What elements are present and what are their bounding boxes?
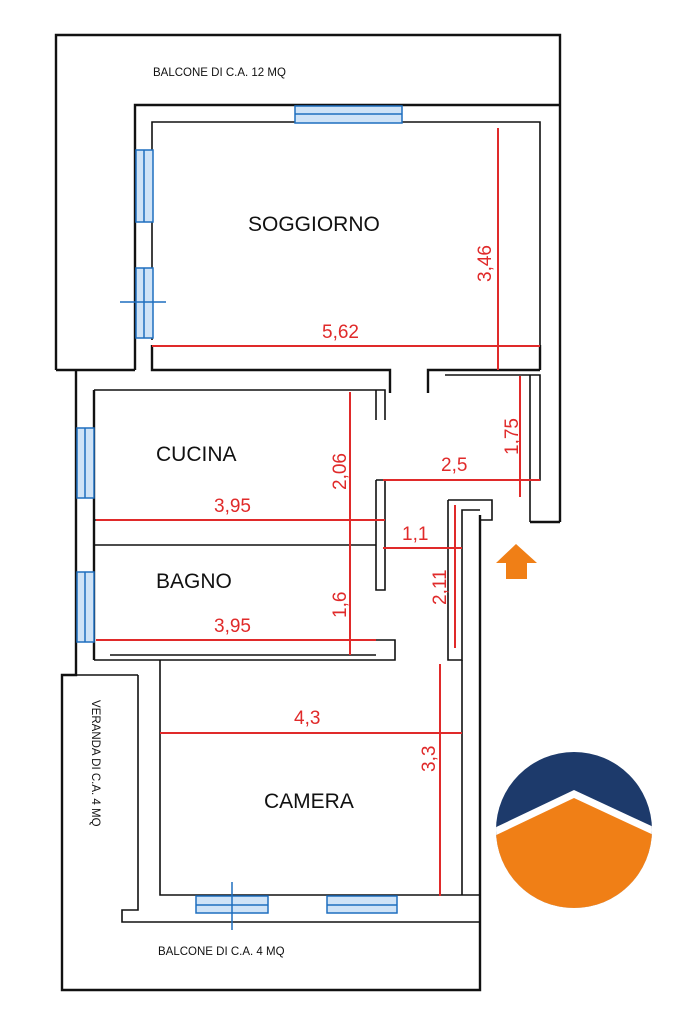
dimension-labels: 3,46 5,62 1,75 2,5 2,06 3,95 1,1 2,11 1,… bbox=[214, 245, 523, 772]
dim-soggiorno-depth: 3,46 bbox=[475, 245, 496, 282]
window-soggiorno-left-upper bbox=[135, 149, 154, 223]
room-label-cucina: CUCINA bbox=[156, 443, 237, 466]
outdoor-labels: BALCONE DI C.A. 12 MQ BALCONE DI C.A. 4 … bbox=[89, 67, 286, 958]
window-soggiorno-top bbox=[294, 105, 403, 124]
dim-hall-width: 1,1 bbox=[402, 524, 428, 545]
room-labels: SOGGIORNO CUCINA BAGNO CAMERA bbox=[156, 213, 380, 813]
dimension-lines bbox=[96, 128, 540, 896]
dim-cucina-depth: 2,06 bbox=[330, 453, 351, 490]
dim-camera-width: 4,3 bbox=[294, 708, 320, 729]
room-label-soggiorno: SOGGIORNO bbox=[248, 213, 380, 236]
walls bbox=[54, 33, 562, 992]
dim-corridor-depth: 1,75 bbox=[502, 418, 523, 455]
dim-camera-depth: 3,3 bbox=[419, 746, 440, 772]
dim-bagno-depth: 1,6 bbox=[330, 592, 351, 618]
label-veranda: VERANDA DI C.A. 4 MQ bbox=[89, 700, 101, 827]
dim-cucina-width: 3,95 bbox=[214, 496, 251, 517]
room-label-bagno: BAGNO bbox=[156, 570, 232, 593]
windows bbox=[76, 105, 403, 930]
label-balcone-top: BALCONE DI C.A. 12 MQ bbox=[153, 67, 286, 79]
agency-logo-icon bbox=[496, 752, 652, 908]
dim-soggiorno-width: 5,62 bbox=[322, 322, 359, 343]
window-soggiorno-left-lower bbox=[120, 267, 166, 339]
window-cucina bbox=[76, 427, 95, 499]
room-label-camera: CAMERA bbox=[264, 790, 354, 813]
dim-hall-depth: 2,11 bbox=[430, 569, 451, 605]
window-camera-left bbox=[195, 882, 269, 930]
window-bagno bbox=[76, 571, 95, 643]
dim-corridor-width: 2,5 bbox=[441, 455, 467, 476]
entrance-arrow-icon bbox=[496, 544, 537, 579]
label-balcone-bottom: BALCONE DI C.A. 4 MQ bbox=[158, 946, 285, 958]
dim-bagno-width: 3,95 bbox=[214, 616, 251, 637]
window-camera-right bbox=[326, 895, 398, 914]
